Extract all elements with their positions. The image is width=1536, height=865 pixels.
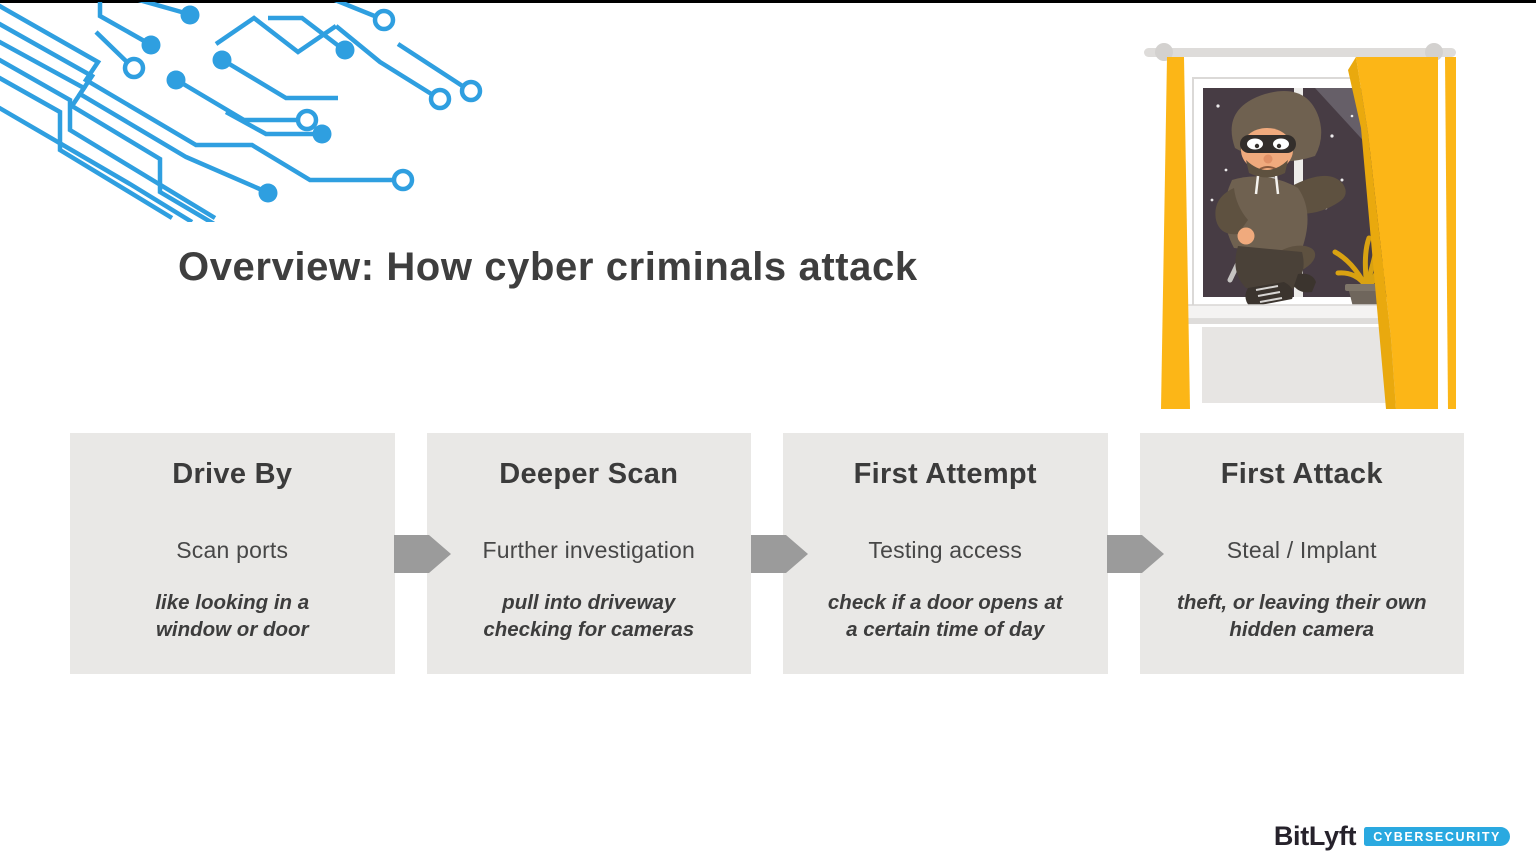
stage-first-attempt: First Attempt Testing access check if a … <box>783 433 1108 674</box>
stage-heading: Drive By <box>172 458 293 490</box>
stage-analogy: theft, or leaving their own hidden camer… <box>1177 591 1427 641</box>
burglar-window-illustration <box>1144 43 1456 409</box>
stage-action: Scan ports <box>176 537 289 563</box>
brand-tagline-badge: CYBERSECURITY <box>1364 827 1510 846</box>
arrow-right-icon <box>751 535 808 573</box>
curtain-rod <box>1144 48 1456 57</box>
page-title: Overview: How cyber criminals attack <box>178 245 918 289</box>
stage-drive-by: Drive By Scan ports like looking in a wi… <box>70 433 395 674</box>
top-edge-bar <box>0 0 1536 3</box>
arrow-right-icon <box>1107 535 1164 573</box>
right-curtain <box>1356 57 1438 409</box>
stage-analogy: like looking in a window or door <box>155 591 310 641</box>
brand-logo: BitLyft CYBERSECURITY <box>1274 821 1510 852</box>
stage-action: Further investigation <box>482 537 696 563</box>
stage-action: Steal / Implant <box>1226 537 1377 563</box>
stage-heading: First Attack <box>1220 458 1383 490</box>
circuit-pattern-icon <box>0 2 483 222</box>
stage-analogy: check if a door opens at a certain time … <box>827 591 1063 641</box>
stage-deeper-scan: Deeper Scan Further investigation pull i… <box>426 433 751 674</box>
stage-analogy: pull into driveway checking for cameras <box>483 591 695 641</box>
stage-action: Testing access <box>868 537 1023 563</box>
brand-name: BitLyft <box>1273 821 1357 851</box>
stage-first-attack: First Attack Steal / Implant theft, or l… <box>1139 433 1464 674</box>
burglar-figure <box>1215 91 1346 307</box>
arrow-right-icon <box>394 535 451 573</box>
stage-heading: First Attempt <box>853 458 1037 490</box>
attack-stages-flow: Drive By Scan ports like looking in a wi… <box>70 433 1464 674</box>
stage-heading: Deeper Scan <box>499 458 679 490</box>
left-curtain <box>1161 57 1190 409</box>
